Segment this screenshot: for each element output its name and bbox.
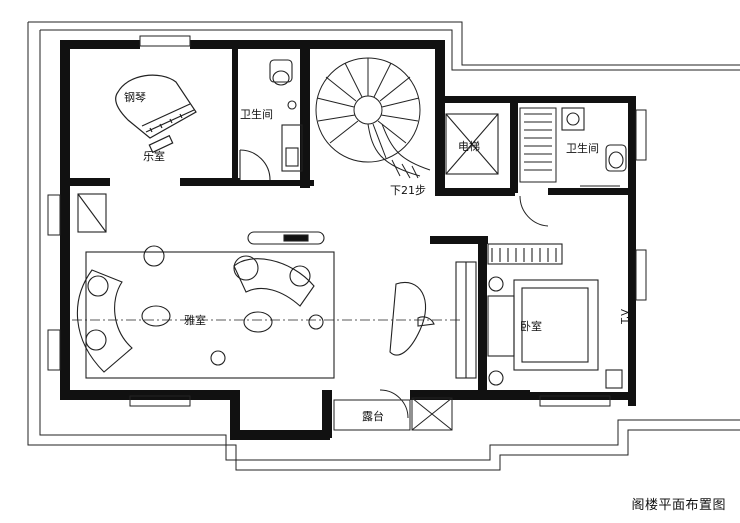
stairs-note: 下21步 <box>390 184 426 197</box>
walls <box>60 40 636 440</box>
windows <box>47 35 647 407</box>
piano-label: 钢琴 <box>124 91 146 104</box>
elevator-icon <box>445 113 499 175</box>
bedroom-label: 卧室 <box>520 319 542 333</box>
lounge-furniture <box>76 193 435 379</box>
lounge-label: 雅室 <box>184 313 206 327</box>
spiral-stair-icon <box>315 57 431 179</box>
right-bathroom-label: 卫生间 <box>566 141 599 155</box>
shaft <box>519 107 557 227</box>
tv-label: T.V <box>620 309 631 325</box>
plan-caption: 阁楼平面布置图 <box>631 498 726 513</box>
right-bathroom-fixtures <box>561 107 627 187</box>
elevator-label: 电梯 <box>458 140 480 153</box>
piano-icon <box>115 74 197 154</box>
bedroom-furniture <box>455 243 623 389</box>
music-room-label: 乐室 <box>143 149 165 163</box>
outer-outline <box>27 21 740 471</box>
left-bathroom-fixtures <box>239 59 303 181</box>
terrace-area <box>333 389 453 431</box>
left-bathroom-label: 卫生间 <box>240 107 273 121</box>
terrace-label: 露台 <box>362 409 384 423</box>
